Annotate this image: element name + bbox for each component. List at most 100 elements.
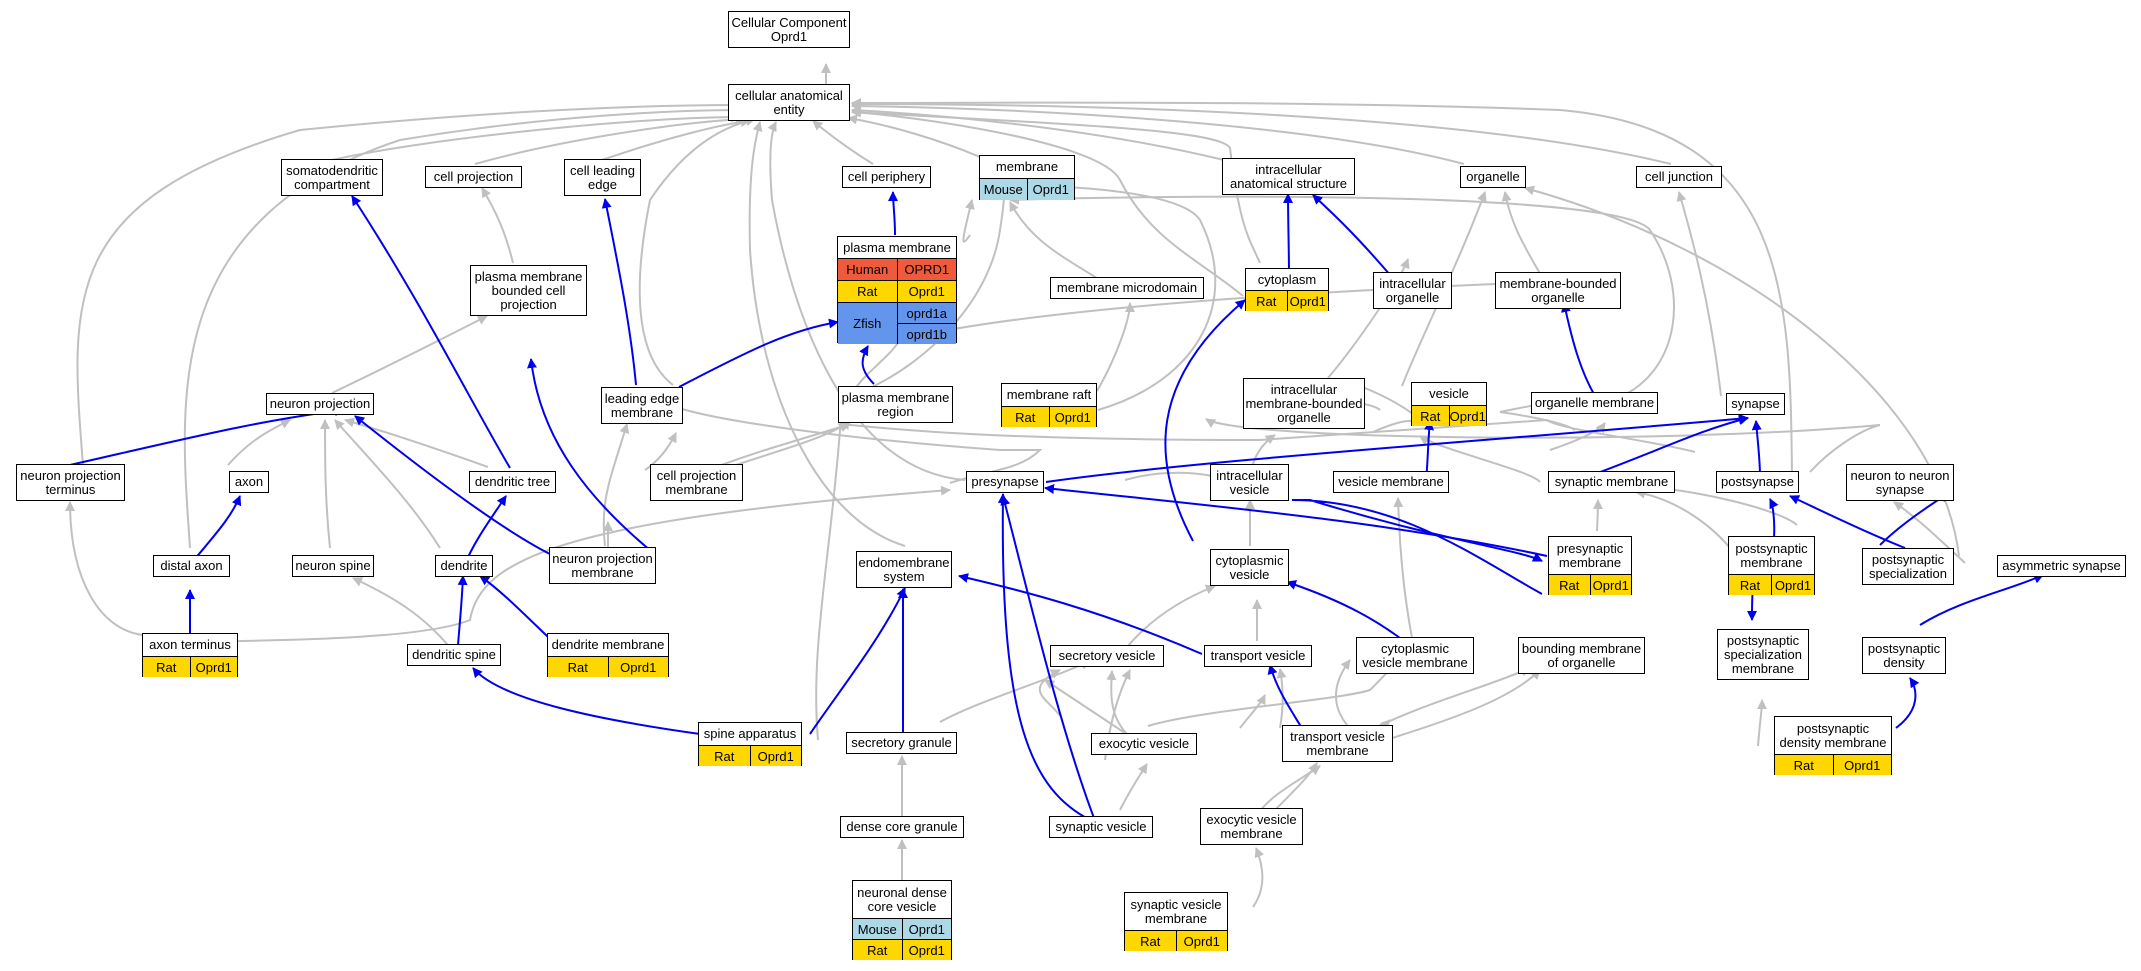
node-neuron-projection-terminus[interactable]: neuron projection terminus: [16, 464, 125, 501]
edge: [962, 199, 975, 243]
node-membrane[interactable]: membrane Mouse Oprd1: [979, 155, 1075, 200]
node-organelle[interactable]: organelle: [1460, 166, 1526, 188]
node-intracellular-vesicle[interactable]: intracellular vesicle: [1210, 464, 1289, 501]
node-presynaptic-membrane[interactable]: presynaptic membrane Rat Oprd1: [1548, 536, 1632, 595]
node-synaptic-membrane[interactable]: synaptic membrane: [1548, 471, 1675, 493]
node-postsynaptic-specialization-membrane[interactable]: postsynaptic specialization membrane: [1717, 629, 1809, 680]
node-cell-periphery[interactable]: cell periphery: [842, 166, 931, 188]
edge: [331, 112, 741, 161]
node-title: plasma membrane: [838, 237, 956, 259]
node-vesicle-membrane[interactable]: vesicle membrane: [1333, 471, 1449, 493]
node-membrane-bounded-organelle[interactable]: membrane-bounded organelle: [1495, 272, 1621, 309]
node-postsynapse[interactable]: postsynapse: [1716, 471, 1799, 493]
node-cellular-component[interactable]: Cellular Component Oprd1: [728, 11, 850, 48]
node-axon[interactable]: axon: [229, 471, 269, 493]
node-vesicle[interactable]: vesicle Rat Oprd1: [1411, 382, 1487, 426]
node-plasma-membrane-bounded-cell-projection[interactable]: plasma membrane bounded cell projection: [470, 265, 587, 316]
node-cell-projection-membrane[interactable]: cell projection membrane: [650, 464, 743, 501]
node-neuron-spine[interactable]: neuron spine: [292, 555, 374, 577]
species-row: Rat Oprd1: [1246, 291, 1328, 311]
node-postsynaptic-specialization[interactable]: postsynaptic specialization: [1862, 548, 1954, 585]
node-neuron-projection[interactable]: neuron projection: [266, 393, 374, 415]
edge: [809, 587, 906, 735]
node-membrane-raft[interactable]: membrane raft Rat Oprd1: [1001, 383, 1097, 427]
node-cytoplasm[interactable]: cytoplasm Rat Oprd1: [1245, 268, 1329, 311]
edge: [457, 575, 468, 646]
node-title: presynaptic membrane: [1549, 537, 1631, 575]
node-cell-leading-edge[interactable]: cell leading edge: [564, 159, 641, 196]
node-endomembrane-system[interactable]: endomembrane system: [856, 551, 952, 588]
node-neuronal-dense-core-vesicle[interactable]: neuronal dense core vesicle Mouse Oprd1 …: [852, 880, 952, 960]
node-neuron-projection-membrane[interactable]: neuron projection membrane: [549, 547, 656, 584]
node-plasma-membrane-region[interactable]: plasma membrane region: [838, 386, 953, 423]
node-spine-apparatus[interactable]: spine apparatus Rat Oprd1: [698, 722, 802, 766]
edge: [1257, 765, 1321, 815]
node-presynapse[interactable]: presynapse: [966, 471, 1044, 493]
node-intracellular-anatomical-structure[interactable]: intracellular anatomical structure: [1222, 158, 1355, 195]
node-somatodendritic-compartment[interactable]: somatodendritic compartment: [281, 159, 383, 196]
gene-cell-group: oprd1a oprd1b: [896, 303, 956, 344]
node-postsynaptic-membrane[interactable]: postsynaptic membrane Rat Oprd1: [1728, 536, 1815, 595]
node-transport-vesicle-membrane[interactable]: transport vesicle membrane: [1282, 725, 1393, 762]
edge: [144, 485, 951, 644]
species-row: Mouse Oprd1: [853, 919, 951, 940]
node-dendritic-tree[interactable]: dendritic tree: [469, 471, 556, 493]
edge: [334, 419, 441, 549]
node-title: synaptic vesicle membrane: [1125, 893, 1227, 931]
node-organelle-membrane[interactable]: organelle membrane: [1531, 392, 1658, 414]
edge: [847, 114, 981, 158]
species-row: Zfish oprd1a oprd1b: [838, 303, 956, 344]
node-axon-terminus[interactable]: axon terminus Rat Oprd1: [142, 633, 238, 677]
node-membrane-microdomain[interactable]: membrane microdomain: [1050, 277, 1204, 299]
species-cell: Rat: [548, 657, 608, 677]
edge: [1635, 488, 1742, 564]
node-cell-junction[interactable]: cell junction: [1636, 166, 1722, 188]
node-synaptic-vesicle[interactable]: synaptic vesicle: [1049, 816, 1153, 838]
edge: [1501, 191, 1546, 283]
gene-cell: Oprd1: [1048, 407, 1096, 427]
edge: [1594, 415, 1749, 475]
node-synapse[interactable]: synapse: [1726, 393, 1785, 415]
node-exocytic-vesicle-membrane[interactable]: exocytic vesicle membrane: [1200, 808, 1303, 845]
node-distal-axon[interactable]: distal axon: [153, 555, 230, 577]
edge: [851, 99, 1672, 165]
edge: [344, 417, 489, 468]
node-plasma-membrane[interactable]: plasma membrane Human OPRD1 Rat Oprd1 Zf…: [837, 236, 957, 344]
node-leading-edge-membrane[interactable]: leading edge membrane: [601, 387, 683, 424]
node-secretory-vesicle[interactable]: secretory vesicle: [1050, 645, 1164, 667]
node-dense-core-granule[interactable]: dense core granule: [840, 816, 964, 838]
node-title: spine apparatus: [699, 723, 801, 746]
node-dendrite[interactable]: dendrite: [435, 555, 493, 577]
node-postsynaptic-density-membrane[interactable]: postsynaptic density membrane Rat Oprd1: [1774, 716, 1892, 775]
species-cell: Mouse: [853, 919, 902, 939]
node-intracellular-membrane-bounded-organelle[interactable]: intracellular membrane-bounded organelle: [1243, 378, 1365, 429]
node-asymmetric-synapse[interactable]: asymmetric synapse: [1997, 555, 2126, 577]
edge: [1274, 762, 1318, 811]
node-exocytic-vesicle[interactable]: exocytic vesicle: [1091, 733, 1197, 755]
node-title: axon terminus: [143, 634, 237, 657]
node-neuron-to-neuron-synapse[interactable]: neuron to neuron synapse: [1846, 464, 1954, 501]
edge: [1312, 194, 1392, 277]
node-dendritic-spine[interactable]: dendritic spine: [407, 644, 501, 666]
node-transport-vesicle[interactable]: transport vesicle: [1204, 645, 1312, 667]
node-cytoplasmic-vesicle-membrane[interactable]: cytoplasmic vesicle membrane: [1356, 637, 1474, 674]
edge: [1164, 299, 1246, 542]
edge: [644, 432, 677, 471]
node-cell-projection[interactable]: cell projection: [425, 166, 522, 188]
node-dendrite-membrane[interactable]: dendrite membrane Rat Oprd1: [547, 633, 669, 677]
node-secretory-granule[interactable]: secretory granule: [846, 732, 957, 754]
species-cell: Rat: [853, 940, 902, 960]
node-cellular-anatomical-entity[interactable]: cellular anatomical entity: [728, 84, 850, 121]
node-cytoplasmic-vesicle[interactable]: cytoplasmic vesicle: [1210, 549, 1289, 586]
edge: [1276, 668, 1287, 729]
node-synaptic-vesicle-membrane[interactable]: synaptic vesicle membrane Rat Oprd1: [1124, 892, 1228, 951]
node-postsynaptic-density[interactable]: postsynaptic density: [1862, 637, 1946, 674]
edge: [1045, 413, 1749, 483]
edge: [1393, 497, 1413, 639]
edge: [859, 345, 875, 385]
edge: [474, 114, 746, 165]
node-title: neuronal dense core vesicle: [853, 881, 951, 919]
node-intracellular-organelle[interactable]: intracellular organelle: [1373, 272, 1452, 309]
edge: [1756, 699, 1767, 747]
node-bounding-membrane-of-organelle[interactable]: bounding membrane of organelle: [1518, 637, 1645, 674]
